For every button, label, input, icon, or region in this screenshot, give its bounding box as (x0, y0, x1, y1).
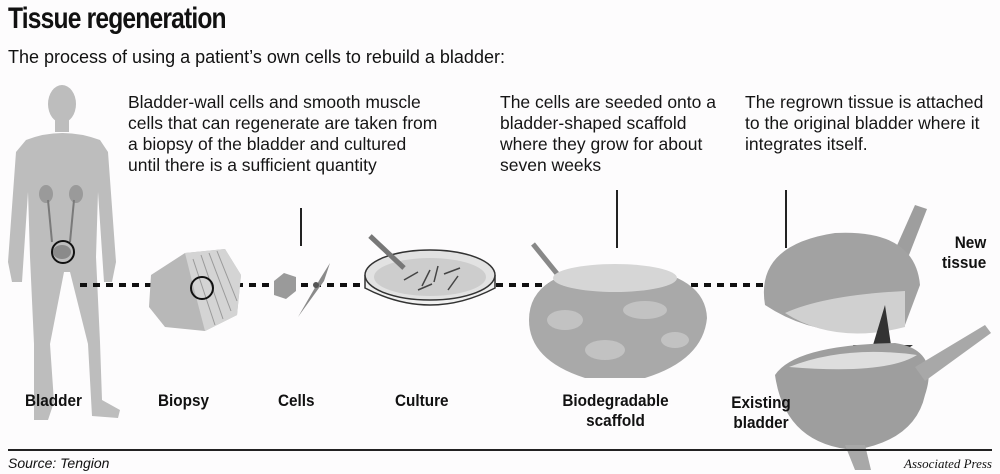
cells-leader-line (300, 208, 302, 246)
new-tissue-callout: New tissue (942, 233, 987, 272)
scaffold-illustration (529, 242, 707, 378)
cells-illustration (274, 263, 330, 317)
step-label-biopsy: Biopsy (158, 391, 210, 410)
step-label-cells: Cells (278, 391, 315, 410)
step-label-bladder: Bladder (25, 391, 82, 410)
step-label-culture: Culture (395, 391, 449, 410)
bladder-attach-illustration (763, 205, 991, 470)
subtitle: The process of using a patient’s own cel… (8, 47, 505, 67)
source-credit: Source: Tengion (8, 455, 110, 471)
page-title: Tissue regeneration (8, 2, 227, 35)
biopsy-tissue-illustration (149, 249, 241, 331)
attach-leader-line (785, 190, 787, 248)
description-attach: The regrown tissue is attached to the or… (745, 92, 984, 154)
step-label-scaffold: Biodegradable scaffold (562, 391, 669, 430)
culture-dish-illustration (364, 234, 496, 306)
footer-divider (8, 449, 992, 451)
step-label-existing-bladder: Existing bladder (731, 393, 791, 432)
publisher-credit: Associated Press (904, 456, 992, 471)
human-figure-illustration (8, 85, 120, 420)
description-scaffold: The cells are seeded onto a bladder-shap… (500, 92, 716, 175)
scaffold-leader-line (616, 190, 618, 248)
description-biopsy-cells: Bladder-wall cells and smooth muscle cel… (128, 92, 438, 175)
